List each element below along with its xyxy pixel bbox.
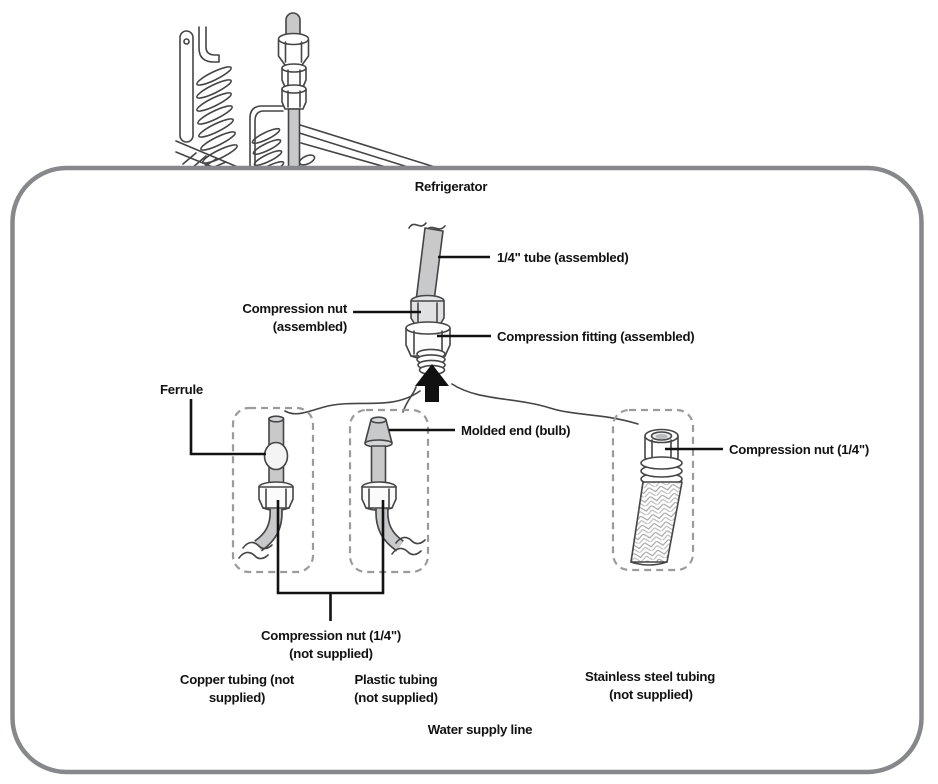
compression-fitting-label: Compression fitting (assembled) [497, 329, 694, 344]
stainless-nut-opening [655, 433, 668, 440]
refrigerator-label: Refrigerator [415, 179, 488, 194]
rear-bracket [198, 26, 220, 63]
assembled-connection-art [284, 222, 639, 425]
ferrule-leader-line [189, 399, 266, 456]
refrigerator-rear-art [175, 12, 439, 168]
bottom-panel [175, 140, 241, 168]
fitting-threads [416, 348, 446, 376]
stainless-option-box [611, 408, 695, 572]
boundary-box [10, 165, 924, 775]
shared-nut-label-line2: (not supplied) [289, 646, 373, 661]
stainless-nut-label: Compression nut (1/4") [729, 442, 869, 457]
plastic-option-box [348, 408, 430, 574]
stainless-caption-line1: Stainless steel tubing [585, 669, 715, 684]
tube-label: 1/4" tube (assembled) [497, 250, 628, 265]
rear-bar-hole [183, 38, 190, 45]
compression-nut-label-line1: Compression nut [242, 301, 348, 316]
plastic-tubing-art [361, 416, 426, 556]
stainless-caption-line2: (not supplied) [609, 687, 693, 702]
ferrule-label: Ferrule [160, 382, 203, 397]
connect-up-arrow-icon [415, 364, 449, 402]
guide-curve-right [451, 383, 639, 425]
compression-nut-assembled-art [410, 294, 445, 328]
copper-caption-line2: supplied) [209, 690, 265, 705]
compression-nut-label-line2: (assembled) [273, 319, 347, 334]
stainless-tubing-art [630, 428, 683, 566]
copper-caption-line1: Copper tubing (not [180, 672, 295, 687]
rear-bar [179, 30, 194, 143]
ferrule-art [263, 441, 289, 471]
braided-hose-art [631, 482, 682, 562]
water-supply-line-label: Water supply line [428, 722, 532, 737]
plastic-water-marks [391, 536, 426, 556]
rear-water-tube [277, 12, 310, 168]
copper-water-marks [238, 541, 273, 560]
option-labels: Ferrule Molded end (bulb) Compression nu… [160, 382, 869, 705]
guide-curve-left [284, 390, 421, 415]
shared-nut-label-line1: Compression nut (1/4") [261, 628, 401, 643]
shared-nut-bracket [276, 500, 385, 621]
left-vent-slots [196, 66, 238, 164]
plastic-caption-line2: (not supplied) [354, 690, 438, 705]
copper-option-box [231, 406, 315, 574]
plastic-caption-line1: Plastic tubing [355, 672, 438, 687]
base-plate [292, 123, 439, 168]
copper-tubing-art [238, 415, 294, 560]
assembled-labels: 1/4" tube (assembled) Compression nut (a… [242, 250, 694, 344]
molded-end-label: Molded end (bulb) [461, 423, 570, 438]
